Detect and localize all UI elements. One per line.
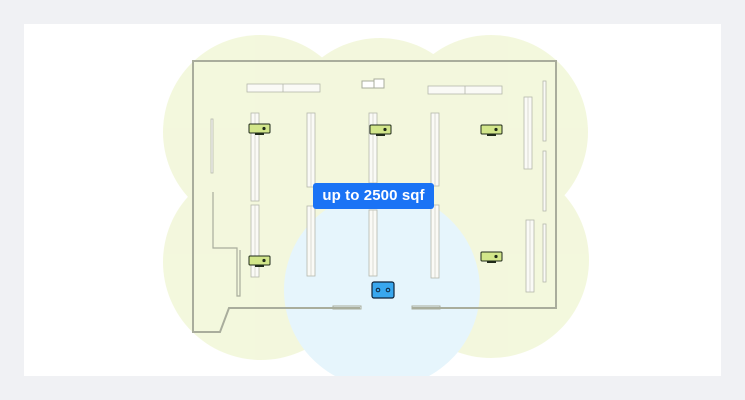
shelf <box>246 83 321 93</box>
camera-sensor-icon <box>369 124 392 136</box>
coverage-badge: up to 2500 sqf <box>313 183 434 209</box>
door-threshold <box>332 305 362 310</box>
outer-wall <box>192 60 557 333</box>
interior-wall <box>212 192 241 297</box>
green-sensors <box>248 123 503 267</box>
camera-sensor-icon <box>480 251 503 263</box>
counter-icon <box>361 78 385 89</box>
doorways <box>332 305 441 310</box>
floorplan-card: up to 2500 sqf <box>24 24 721 376</box>
door-threshold <box>411 305 441 310</box>
floorplan-diagram <box>163 35 589 376</box>
camera-sensor-icon <box>248 123 271 135</box>
shelf <box>542 223 547 283</box>
hub-sensor-icon <box>371 281 395 299</box>
camera-sensor-icon <box>480 124 503 136</box>
shelf <box>542 80 547 142</box>
building-walls <box>192 60 557 333</box>
camera-sensor-icon <box>248 255 271 267</box>
shelf <box>210 118 214 174</box>
shelf <box>542 150 547 212</box>
